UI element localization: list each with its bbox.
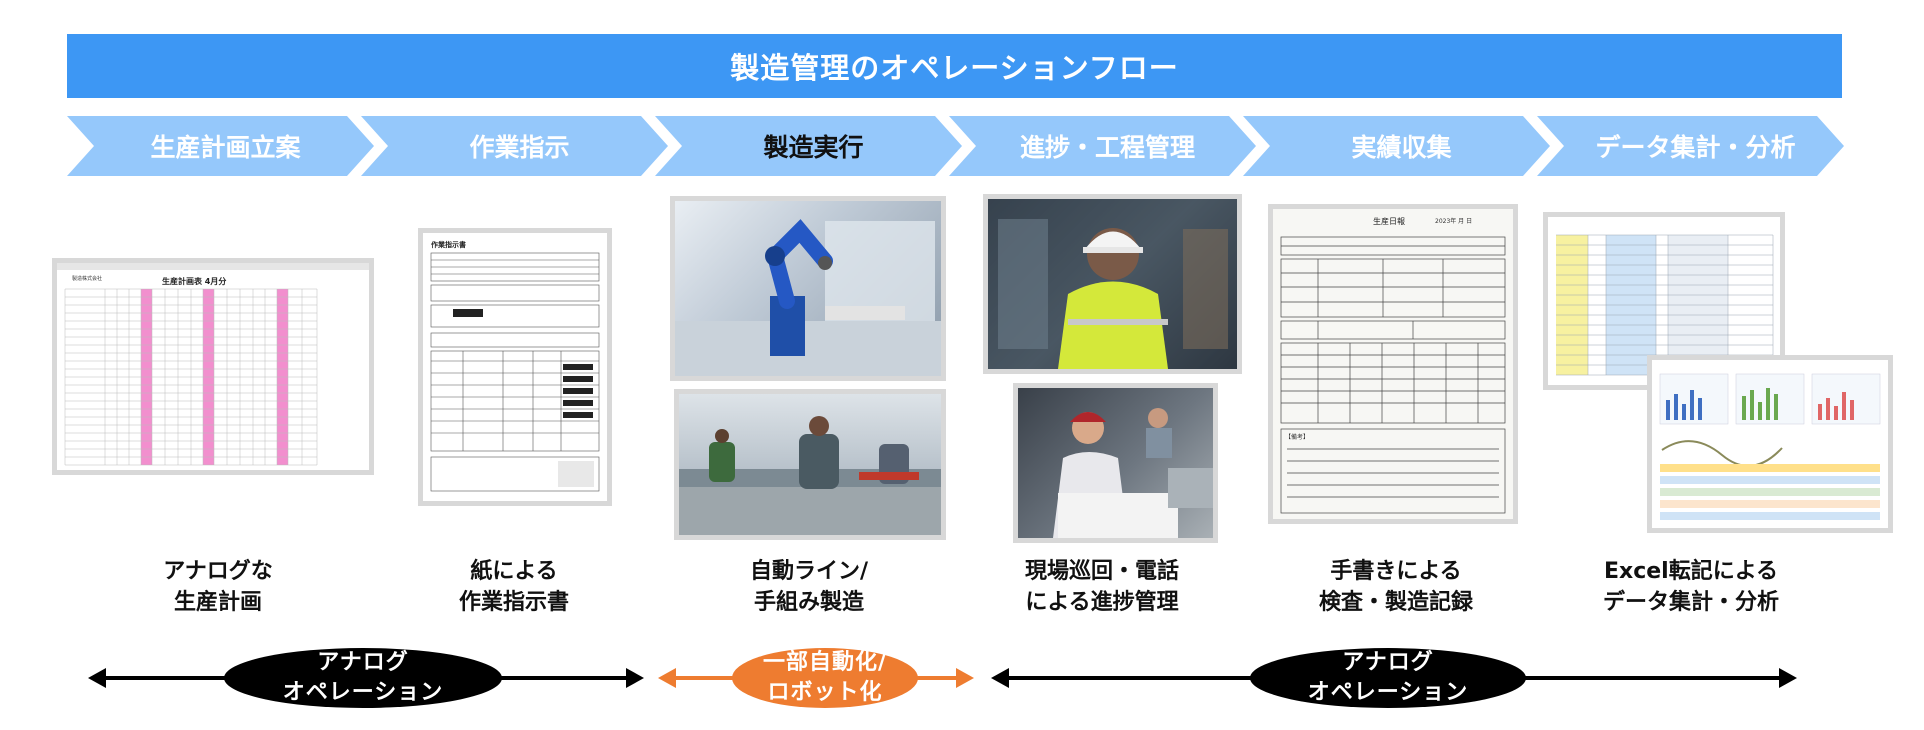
assembly-workers-illustration [679,394,941,535]
arrow-right-head-icon [956,668,974,688]
band-partial-automation: 一部自動化/ ロボット化 [732,648,918,708]
caption-excel-analysis: Excel転記による データ集計・分析 [1546,556,1836,618]
band-line1: 一部自動化/ [763,648,887,678]
work-order-graphic: 作業指示書 [423,233,607,501]
robot-arm-illustration [675,201,941,376]
band-line2: オペレーション [1308,678,1469,708]
step-production-planning: 生産計画立案 [67,116,374,176]
caption-line1: 現場巡回・電話 [957,556,1247,587]
caption-line2: による進捗管理 [957,587,1247,618]
handwritten-daily-report-image: 生産日報 2023年 月 日 [1268,204,1518,524]
work-order-title: 作業指示書 [431,240,466,249]
robot-arm-line-photo [670,196,946,381]
band-line1: アナログ [317,648,409,678]
step-data-aggregation-analysis: データ集計・分析 [1537,116,1844,176]
step-progress-process-management: 進捗・工程管理 [949,116,1256,176]
caption-handwritten-records: 手書きによる 検査・製造記録 [1251,556,1541,618]
arrow-right-head-icon [626,668,644,688]
production-plan-spreadsheet-image: 製造株式会社 生産計画表 4月分 [52,258,374,475]
step-results-collection: 実績収集 [1243,116,1550,176]
excel-charts-report-image [1647,355,1893,533]
daily-report-graphic: 生産日報 2023年 月 日 [1273,209,1513,519]
excel-charts-graphic [1652,360,1888,528]
caption-line2: 検査・製造記録 [1251,587,1541,618]
caption-paper-work-order: 紙による 作業指示書 [369,556,659,618]
caption-line2: 生産計画 [73,587,363,618]
caption-line2: 作業指示書 [369,587,659,618]
step-work-instruction: 作業指示 [361,116,668,176]
daily-report-date: 2023年 月 日 [1435,217,1472,225]
caption-line1: アナログな [73,556,363,587]
flow-title-banner: 製造管理のオペレーションフロー [67,34,1842,98]
spreadsheet-graphic: 製造株式会社 生産計画表 4月分 [57,263,369,470]
writing-worker-illustration [1018,388,1213,538]
caption-line1: 自動ライン/ [664,556,954,587]
daily-report-remarks: 【備考】 [1285,433,1309,441]
spreadsheet-title: 生産計画表 4月分 [162,276,226,286]
caption-auto-manual-manufacturing: 自動ライン/ 手組み製造 [664,556,954,618]
band-line2: オペレーション [283,678,444,708]
step-manufacturing-execution: 製造実行 [655,116,962,176]
caption-line2: 手組み製造 [664,587,954,618]
band-line1: アナログ [1342,648,1434,678]
caption-patrol-progress: 現場巡回・電話 による進捗管理 [957,556,1247,618]
caption-line1: 紙による [369,556,659,587]
caption-line1: 手書きによる [1251,556,1541,587]
band-line2: ロボット化 [767,678,882,708]
caption-line2: データ集計・分析 [1546,587,1836,618]
caption-line1: Excel転記による [1546,556,1836,587]
daily-report-title: 生産日報 [1373,216,1405,226]
field-patrol-worker-photo [983,194,1242,374]
arrow-left-head-icon [658,668,676,688]
band-analog-operation-2: アナログ オペレーション [1250,648,1526,708]
arrow-right-head-icon [1779,668,1797,688]
manual-assembly-photo [674,389,946,540]
helmet-worker-illustration [988,199,1237,369]
caption-analog-planning: アナログな 生産計画 [73,556,363,618]
spreadsheet-company: 製造株式会社 [72,275,102,282]
band-analog-operation-1: アナログ オペレーション [224,648,502,708]
arrow-left-head-icon [991,668,1009,688]
work-order-document-image: 作業指示書 [418,228,612,506]
arrow-left-head-icon [88,668,106,688]
phone-progress-worker-photo [1013,383,1218,543]
